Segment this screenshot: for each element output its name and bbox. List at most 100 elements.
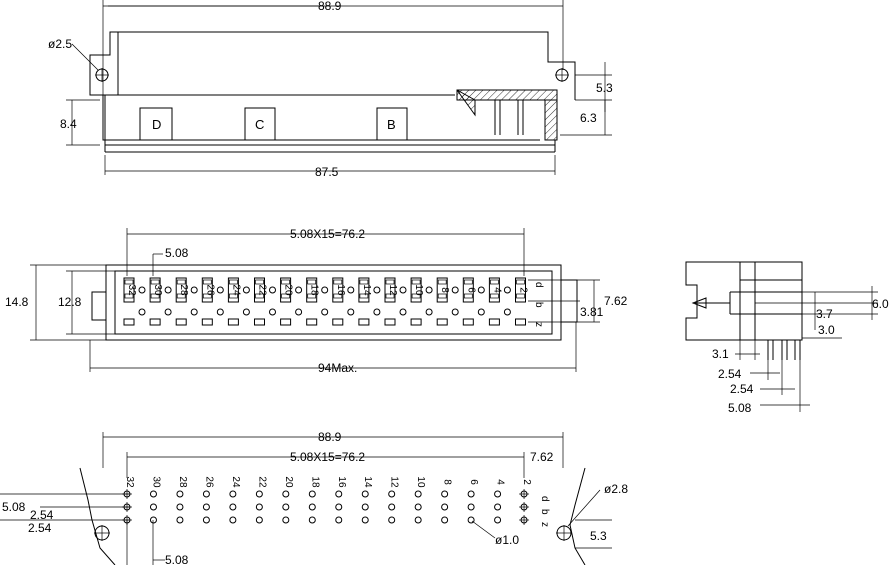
- key-d: D: [152, 117, 161, 132]
- front-pin-number: 6: [465, 287, 476, 293]
- bottom-pin-number: 4: [495, 479, 506, 485]
- bottom-pin-26: [202, 503, 210, 511]
- bottom-pin-16: [335, 503, 343, 511]
- bottom-pin-20: [282, 516, 290, 524]
- bottom-pin-18: [308, 503, 316, 511]
- front-pin-hole: [373, 308, 381, 316]
- bottom-pin-4: [494, 503, 502, 511]
- side-dim-2-54-a: 2.54: [718, 367, 742, 381]
- front-pin-hole: [347, 286, 355, 294]
- front-pin-number: 32: [126, 284, 137, 296]
- bottom-pin-30: [149, 516, 157, 524]
- front-pin-hole: [477, 308, 485, 316]
- front-pin-hole: [138, 308, 146, 316]
- bottom-pin-16: [335, 490, 343, 498]
- bottom-pin-6: [467, 516, 475, 524]
- bottom-pin-4: [494, 490, 502, 498]
- bottom-pin-10: [414, 503, 422, 511]
- key-b: B: [387, 117, 396, 132]
- bottom-pin-26: [202, 490, 210, 498]
- front-pin-hole: [216, 286, 224, 294]
- front-pin-slot-22: 22: [254, 277, 276, 326]
- front-pin-number: 18: [309, 284, 320, 296]
- bottom-pin-number: 12: [389, 476, 400, 488]
- side-dim-6-0: 6.0: [872, 297, 889, 311]
- bottom-pin-18: [308, 490, 316, 498]
- bottom-pin-8: [441, 490, 449, 498]
- front-pin-slot-18: 18: [306, 277, 329, 326]
- front-row-letter-b: b: [533, 302, 544, 308]
- front-pin-number: 22: [257, 284, 268, 296]
- bottom-width-label: 88.9: [318, 430, 342, 444]
- bottom-pin-number: 26: [203, 476, 214, 488]
- front-pin-slot-16: 16: [332, 277, 355, 326]
- front-pin-number: 14: [361, 284, 372, 296]
- front-pin-hole: [451, 286, 459, 294]
- front-pin-hole: [164, 308, 172, 316]
- front-pin-number: 4: [491, 287, 502, 293]
- front-pin-number: 24: [230, 284, 241, 296]
- bottom-pin-12: [388, 503, 396, 511]
- bottom-pin-number: 22: [256, 476, 267, 488]
- bottom-pin-16: [335, 516, 343, 524]
- bottom-pin-6: [467, 503, 475, 511]
- front-pin-hole: [321, 286, 329, 294]
- bottom-pitch-label: 5.08X15=76.2: [290, 450, 365, 464]
- side-dim-5-08: 5.08: [728, 401, 752, 415]
- bottom-pin-4: [494, 516, 502, 524]
- bottom-row-letter-d: d: [539, 496, 550, 502]
- bottom-pin-12: [388, 490, 396, 498]
- front-pin-slot-2: 2: [515, 277, 529, 326]
- bottom-pin-22: [255, 503, 263, 511]
- front-pin-number: 2: [518, 287, 529, 293]
- front-pin-hole: [373, 286, 381, 294]
- side-dim-3-1: 3.1: [712, 347, 729, 361]
- front-pin-hole: [295, 308, 303, 316]
- front-row-letter-d: d: [533, 282, 544, 288]
- front-pitch-single: 5.08: [165, 246, 189, 260]
- top-height-label: 8.4: [60, 117, 77, 131]
- front-pin-hole: [425, 286, 433, 294]
- top-view: 88.9 ø2.5 D C B: [48, 0, 613, 179]
- bottom-pin-28: [176, 503, 184, 511]
- bottom-pin-number: 6: [468, 479, 479, 485]
- bottom-pin-12: [388, 516, 396, 524]
- front-pin-slot-20: 20: [280, 277, 303, 326]
- front-pin-number: 26: [204, 284, 215, 296]
- bottom-pin-28: [176, 490, 184, 498]
- bottom-pin-14: [361, 503, 369, 511]
- front-pin-hole: [295, 286, 303, 294]
- front-pin-slot-32: 32: [123, 277, 146, 326]
- front-pin-hole: [451, 308, 459, 316]
- front-row-offset: 3.81: [580, 305, 604, 319]
- bottom-pin-number: 10: [415, 476, 426, 488]
- front-pin-slot-28: 28: [175, 277, 198, 326]
- front-pin-hole: [503, 308, 511, 316]
- bottom-pin-number: 32: [124, 476, 135, 488]
- front-pin-slot-14: 14: [358, 277, 381, 326]
- bottom-pin-8: [441, 516, 449, 524]
- bottom-right-pitch: 7.62: [530, 450, 554, 464]
- front-pin-hole: [164, 286, 172, 294]
- bottom-pin-30: [149, 490, 157, 498]
- front-pin-hole: [216, 308, 224, 316]
- front-pin-slot-4: 4: [488, 277, 511, 326]
- front-pin-hole: [190, 286, 198, 294]
- bottom-pin-24: [229, 503, 237, 511]
- bottom-pin-24: [229, 516, 237, 524]
- front-pin-slot-26: 26: [201, 277, 224, 326]
- bottom-pin-number: 8: [442, 479, 453, 485]
- side-dim-2-54-b: 2.54: [730, 382, 754, 396]
- bottom-row-letter-b: b: [539, 509, 550, 515]
- front-pin-number: 16: [335, 284, 346, 296]
- front-pin-slot-12: 12: [384, 277, 407, 326]
- front-pin-hole: [399, 308, 407, 316]
- front-pin-number: 28: [178, 284, 189, 296]
- front-pin-hole: [269, 308, 276, 316]
- bottom-pin-22: [255, 490, 263, 498]
